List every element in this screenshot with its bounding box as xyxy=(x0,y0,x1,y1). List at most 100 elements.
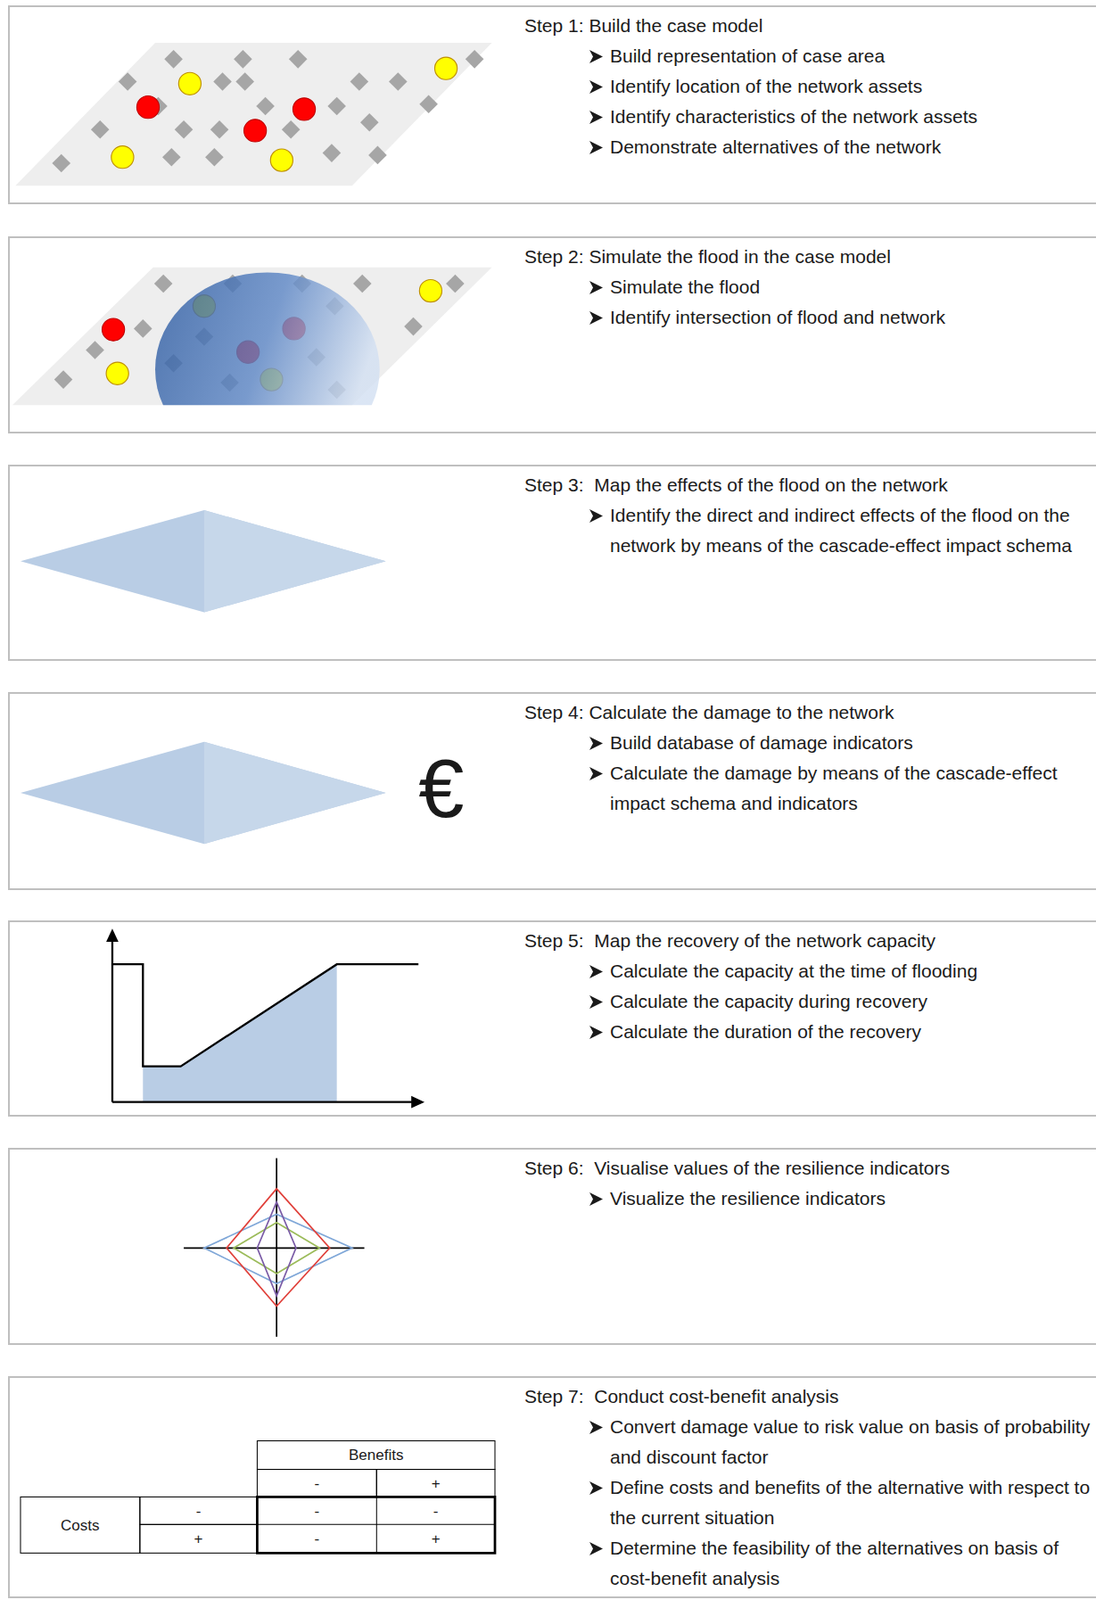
network-asset xyxy=(270,148,293,172)
step-panel: Step 2: Simulate the flood in the case m… xyxy=(8,236,1096,434)
step-title: Step 7: Conduct cost-benefit analysis xyxy=(524,1381,1092,1412)
step-bullet: Identify location of the network assets xyxy=(609,71,1092,102)
cost-benefit-table xyxy=(20,1441,495,1554)
table-cell: - xyxy=(140,1497,258,1525)
network-node xyxy=(174,120,194,140)
network-node xyxy=(353,274,372,294)
network-node xyxy=(388,72,408,91)
step-title: Step 6: Visualise values of the resilien… xyxy=(524,1153,1092,1184)
bullet-arrow xyxy=(589,80,603,94)
table-cell: - xyxy=(376,1497,495,1525)
network-node xyxy=(403,317,423,337)
step-bullet: Build database of damage indicators xyxy=(609,727,1092,759)
network-node xyxy=(327,97,347,116)
network-asset xyxy=(178,72,201,95)
bullet-arrow xyxy=(589,509,603,523)
network-node xyxy=(54,370,74,389)
network-node xyxy=(419,94,438,114)
step-title: Step 2: Simulate the flood in the case m… xyxy=(524,241,1092,272)
step-bullet: Identify characteristics of the network … xyxy=(609,101,1092,132)
currency-symbol: € xyxy=(387,734,495,842)
bullet-arrow xyxy=(589,110,603,124)
bullet-arrow xyxy=(589,140,603,155)
bullet-arrow xyxy=(589,736,603,750)
network-node xyxy=(255,97,275,116)
network-node xyxy=(162,148,182,167)
bullet-arrow xyxy=(589,311,603,325)
step-bullet: Demonstrate alternatives of the network xyxy=(609,131,1092,163)
step-bullet: Calculate the capacity during recovery xyxy=(609,986,1092,1017)
step-text: Step 5: Map the recovery of the network … xyxy=(524,925,1092,1047)
critical-asset xyxy=(292,98,315,121)
table-cell: Costs xyxy=(20,1497,141,1554)
step-title: Step 5: Map the recovery of the network … xyxy=(524,925,1092,956)
step-text: Step 1: Build the case modelBuild repres… xyxy=(524,10,1092,163)
step-panel: Step 3: Map the effects of the flood on … xyxy=(8,464,1096,661)
bullet-arrow xyxy=(589,1541,603,1556)
network-node xyxy=(118,72,138,91)
step-bullet: Visualize the resilience indicators xyxy=(609,1183,1092,1214)
step-title: Step 4: Calculate the damage to the netw… xyxy=(524,697,1092,728)
bullet-arrow xyxy=(589,766,603,781)
table-cell: Benefits xyxy=(256,1441,495,1470)
network-node xyxy=(164,49,183,69)
bullet-arrow xyxy=(589,1481,603,1495)
step-bullet: Identify the direct and indirect effects… xyxy=(609,500,1092,561)
network-node xyxy=(322,143,342,163)
step-text: Step 4: Calculate the damage to the netw… xyxy=(524,697,1092,819)
critical-asset xyxy=(136,96,159,119)
table-cell: - xyxy=(256,1469,377,1498)
resilience-radar xyxy=(183,1158,365,1337)
network-node xyxy=(85,340,105,360)
network-node xyxy=(51,154,71,174)
network-asset xyxy=(106,362,129,385)
step-bullet: Determine the feasibility of the alterna… xyxy=(609,1532,1092,1594)
step-text: Step 7: Conduct cost-benefit analysisCon… xyxy=(524,1381,1092,1594)
bullet-arrow xyxy=(589,964,603,979)
bullet-arrow xyxy=(589,49,603,64)
step-bullet: Calculate the damage by means of the cas… xyxy=(609,758,1092,819)
bullet-arrow xyxy=(589,995,603,1009)
step-panel: Step 1: Build the case modelBuild repres… xyxy=(8,5,1096,205)
network-node xyxy=(210,120,230,140)
case-area xyxy=(15,42,492,186)
network-asset xyxy=(435,57,458,80)
network-node xyxy=(133,319,153,338)
flood-area xyxy=(155,271,380,405)
network-node xyxy=(90,120,110,140)
table-cell: - xyxy=(256,1524,377,1554)
critical-asset xyxy=(102,318,125,341)
table-cell: - xyxy=(256,1497,377,1525)
network-node xyxy=(205,148,224,167)
step-title: Step 1: Build the case model xyxy=(524,10,1092,42)
network-node xyxy=(235,72,255,91)
damage-schema xyxy=(20,741,387,844)
step-panel: Step 7: Conduct cost-benefit analysisCon… xyxy=(8,1376,1096,1599)
step-bullet: Calculate the duration of the recovery xyxy=(609,1016,1092,1047)
step-bullet: Define costs and benefits of the alterna… xyxy=(609,1472,1092,1533)
bullet-arrow xyxy=(589,1420,603,1434)
step-panel: Step 5: Map the recovery of the network … xyxy=(8,920,1096,1117)
network-node xyxy=(281,120,301,140)
step-text: Step 2: Simulate the flood in the case m… xyxy=(524,241,1092,333)
step-panel: Step 6: Visualise values of the resilien… xyxy=(8,1147,1096,1345)
network-asset xyxy=(111,146,134,169)
network-node xyxy=(233,49,253,69)
step-bullet: Identify intersection of flood and netwo… xyxy=(609,302,1092,333)
network-asset xyxy=(419,279,442,302)
critical-asset xyxy=(244,119,267,142)
network-node xyxy=(288,49,308,69)
step-bullet: Calculate the capacity at the time of fl… xyxy=(609,955,1092,987)
network-node xyxy=(213,72,232,91)
step-title: Step 3: Map the effects of the flood on … xyxy=(524,469,1092,501)
step-bullet: Convert damage value to risk value on ba… xyxy=(609,1411,1092,1473)
network-node xyxy=(154,274,174,294)
step-text: Step 6: Visualise values of the resilien… xyxy=(524,1153,1092,1214)
effect-schema xyxy=(20,510,387,612)
recovery-graph xyxy=(106,928,425,1108)
step-text: Step 3: Map the effects of the flood on … xyxy=(524,469,1092,561)
step-bullet: Simulate the flood xyxy=(609,271,1092,303)
step-panel: Step 4: Calculate the damage to the netw… xyxy=(8,692,1096,890)
